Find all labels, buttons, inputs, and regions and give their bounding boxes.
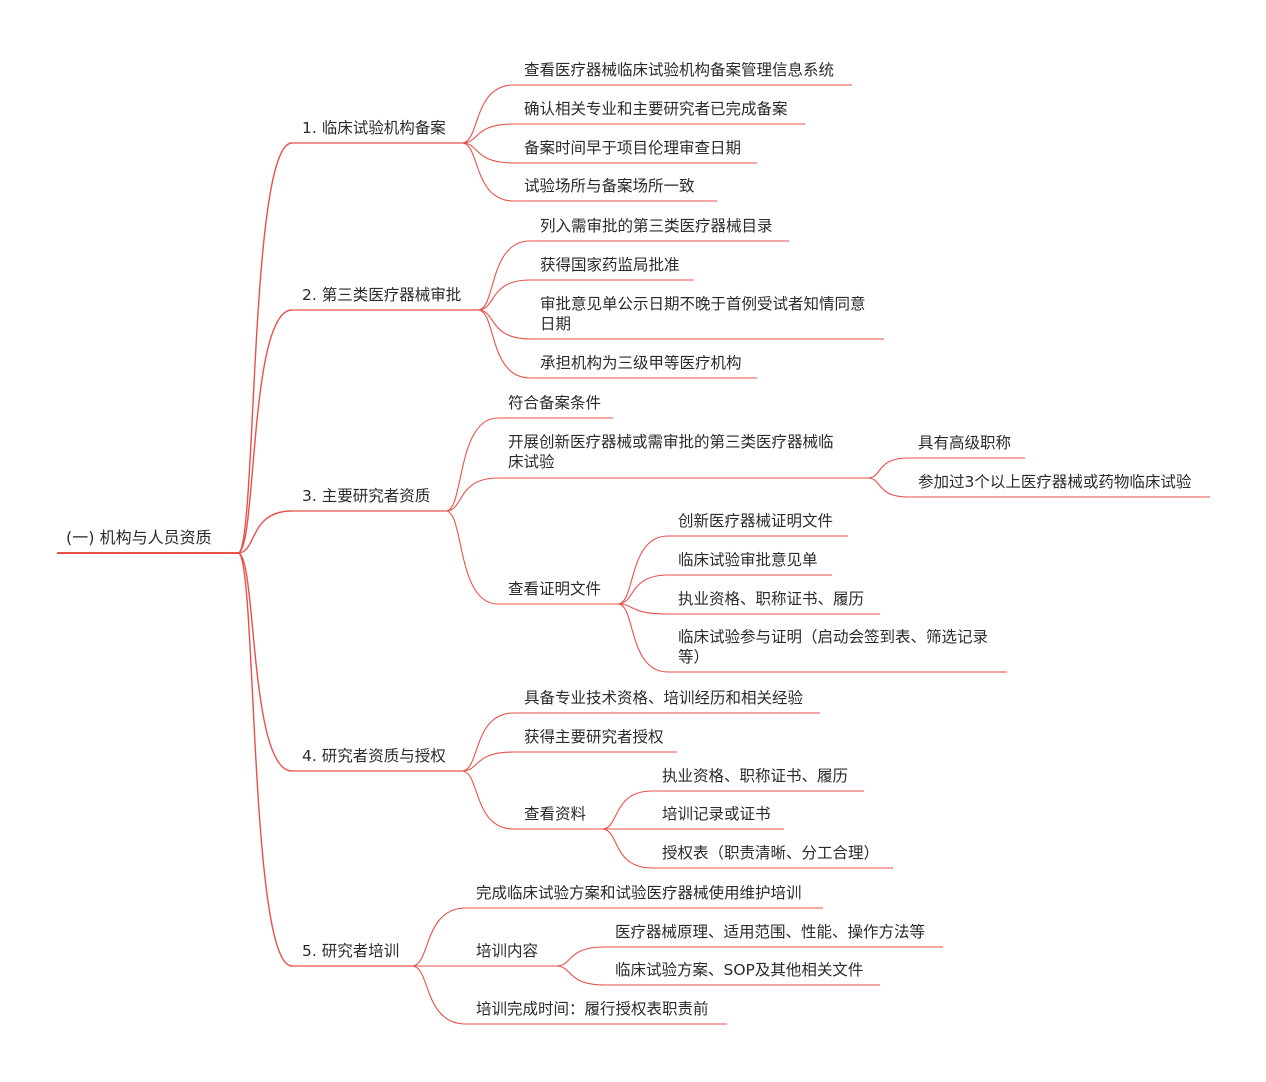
leaf-3-2-connector (445, 477, 499, 512)
root-node: (一) 机构与人员资质 (66, 528, 212, 547)
leaf-2-4: 承担机构为三级甲等医疗机构 (540, 354, 742, 372)
leaf-1-3: 备案时间早于项目伦理审查日期 (524, 139, 742, 157)
leaf-1-2-connector (461, 123, 515, 144)
leaf-3-3-1: 创新医疗器械证明文件 (678, 512, 834, 530)
branch-2-node: 2. 第三类医疗器械审批 (302, 286, 462, 304)
leaf-3-3-1-connector (617, 535, 669, 605)
branch-2-connector (237, 309, 293, 554)
leaf-4-3-connector (461, 770, 515, 830)
leaf-1-2: 确认相关专业和主要研究者已完成备案 (524, 100, 788, 118)
leaf-5-3-connector (411, 965, 467, 1025)
leaf-5-1: 完成临床试验方案和试验医疗器械使用维护培训 (476, 884, 802, 902)
leaf-3-2-1: 具有高级职称 (918, 434, 1012, 452)
leaf-3-2: 开展创新医疗器械或需审批的第三类医疗器械临床试验 (508, 433, 834, 471)
leaf-5-3: 培训完成时间：履行授权表职责前 (476, 1000, 709, 1018)
leaf-2-1: 列入需审批的第三类医疗器械目录 (540, 217, 773, 235)
leaf-2-2: 获得国家药监局批准 (540, 256, 680, 274)
leaf-3-3-2: 临床试验审批意见单 (678, 551, 818, 569)
branch-1-connector (237, 142, 293, 554)
leaf-2-3-connector (477, 309, 531, 340)
leaf-5-2-2: 临床试验方案、SOP及其他相关文件 (615, 961, 864, 979)
branch-3-connector (237, 510, 293, 554)
leaf-4-3-3-connector (601, 828, 653, 869)
leaf-4-3-1-connector (601, 790, 653, 830)
leaf-3-3-2-connector (617, 574, 669, 605)
leaf-3-1-connector (445, 417, 499, 512)
leaf-1-4: 试验场所与备案场所一致 (524, 177, 695, 195)
leaf-3-3-3-connector (617, 603, 669, 615)
leaf-2-4-connector (477, 309, 531, 379)
branch-5-node: 5. 研究者培训 (302, 942, 400, 960)
leaf-3-2-1-connector (867, 457, 909, 479)
leaf-4-3-1: 执业资格、职称证书、履历 (662, 767, 849, 785)
leaf-1-1: 查看医疗器械临床试验机构备案管理信息系统 (524, 61, 835, 79)
branch-3-node: 3. 主要研究者资质 (302, 487, 431, 505)
leaf-2-3: 审批意见单公示日期不晚于首例受试者知情同意日期 (540, 295, 866, 333)
branch-4-node: 4. 研究者资质与授权 (302, 747, 446, 765)
leaf-4-3: 查看资料 (524, 805, 587, 823)
leaf-3-1: 符合备案条件 (508, 394, 602, 412)
leaf-4-3-3: 授权表（职责清晰、分工合理） (662, 844, 880, 862)
leaf-3-3-connector (445, 510, 499, 605)
leaf-5-2-2-connector (555, 965, 606, 986)
leaf-3-2-2: 参加过3个以上医疗器械或药物临床试验 (918, 473, 1192, 491)
leaf-3-3-3: 执业资格、职称证书、履历 (678, 590, 865, 608)
leaf-4-2-connector (461, 751, 515, 772)
leaf-3-2-2-connector (867, 477, 909, 498)
leaf-5-2: 培训内容 (476, 942, 539, 960)
leaf-1-3-connector (461, 142, 515, 164)
leaf-3-3-4: 临床试验参与证明（启动会签到表、筛选记录等） (678, 628, 989, 666)
leaf-2-2-connector (477, 279, 531, 311)
branch-1-node: 1. 临床试验机构备案 (302, 119, 446, 137)
leaf-2-1-connector (477, 240, 531, 311)
leaf-5-2-1-connector (555, 946, 606, 967)
leaf-3-3-4-connector (617, 603, 669, 673)
leaf-4-2: 获得主要研究者授权 (524, 728, 664, 746)
leaf-5-2-1: 医疗器械原理、适用范围、性能、操作方法等 (615, 923, 926, 941)
leaf-5-1-connector (411, 907, 467, 967)
branch-4-connector (237, 552, 293, 772)
branch-5-connector (237, 552, 293, 967)
leaf-4-1: 具备专业技术资格、培训经历和相关经验 (524, 689, 804, 707)
leaf-3-3: 查看证明文件 (508, 580, 602, 598)
leaf-1-4-connector (461, 142, 515, 202)
leaf-4-3-2: 培训记录或证书 (662, 805, 771, 823)
leaf-4-1-connector (461, 712, 515, 772)
leaf-1-1-connector (461, 84, 515, 144)
